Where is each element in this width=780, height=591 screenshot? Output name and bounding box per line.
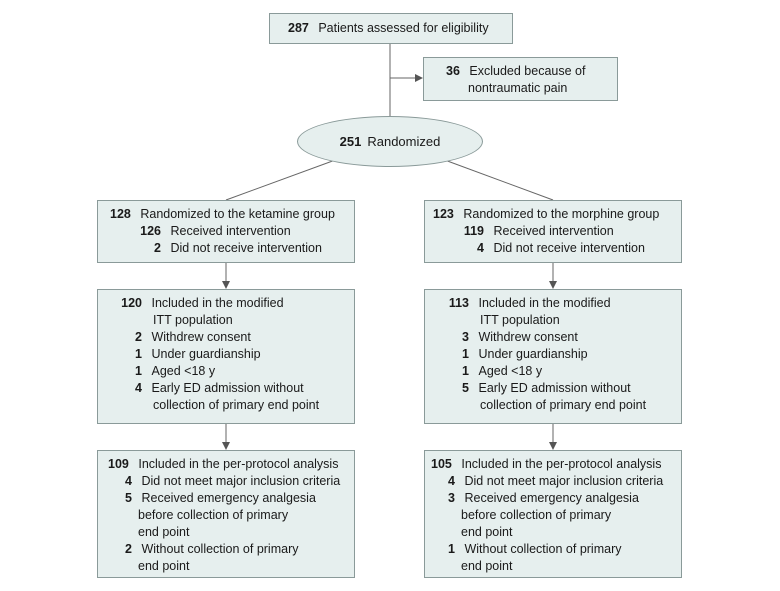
morphine-allocation-box: 123 Randomized to the morphine group 119…	[424, 200, 682, 263]
morphine-analgesia-label-1: Received emergency analgesia	[464, 491, 639, 505]
ketamine-without-collection-label-1: Without collection of primary	[141, 542, 299, 556]
morphine-without-collection-label-1: Without collection of primary	[464, 542, 622, 556]
morphine-analgesia-count: 3	[448, 491, 455, 505]
morphine-withdrew-label: Withdrew consent	[478, 330, 578, 344]
ketamine-analgesia-count: 5	[125, 491, 132, 505]
morphine-analgesia-label-3: end point	[461, 525, 513, 539]
morphine-without-collection-count: 1	[448, 542, 455, 556]
ketamine-aged-label: Aged <18 y	[151, 364, 216, 378]
ketamine-mitt-label-2: ITT population	[153, 313, 233, 327]
excluded-count: 36	[446, 64, 460, 78]
ketamine-pp-label: Included in the per-protocol analysis	[138, 457, 339, 471]
morphine-pp-label: Included in the per-protocol analysis	[461, 457, 662, 471]
randomized-label: Randomized	[367, 134, 441, 149]
morphine-not-meet-label: Did not meet major inclusion criteria	[464, 474, 664, 488]
morphine-mitt-box: 113 Included in the modified ITT populat…	[424, 289, 682, 424]
morphine-withdrew-count: 3	[462, 330, 469, 344]
ketamine-alloc-count: 128	[110, 207, 131, 221]
morphine-guardianship-label: Under guardianship	[478, 347, 588, 361]
ketamine-analgesia-label-1: Received emergency analgesia	[141, 491, 316, 505]
assessed-box: 287 Patients assessed for eligibility	[269, 13, 513, 44]
morphine-alloc-count: 123	[433, 207, 454, 221]
ketamine-not-meet-label: Did not meet major inclusion criteria	[141, 474, 341, 488]
ketamine-aged-count: 1	[135, 364, 142, 378]
morphine-pp-count: 105	[431, 457, 452, 471]
morphine-early-ed-label-1: Early ED admission without	[478, 381, 631, 395]
ketamine-guardianship-count: 1	[135, 347, 142, 361]
connector-randomized-ketamine	[225, 158, 339, 201]
ketamine-mitt-label-1: Included in the modified	[151, 296, 284, 310]
morphine-aged-label: Aged <18 y	[478, 364, 543, 378]
ketamine-received-count: 126	[140, 224, 161, 238]
excluded-box: 36 Excluded because of nontraumatic pain	[423, 57, 618, 101]
ketamine-pp-count: 109	[108, 457, 129, 471]
ketamine-received-label: Received intervention	[170, 224, 291, 238]
assessed-label: Patients assessed for eligibility	[318, 21, 489, 35]
morphine-early-ed-count: 5	[462, 381, 469, 395]
ketamine-not-received-count: 2	[154, 241, 161, 255]
morphine-received-count: 119	[463, 224, 484, 238]
ketamine-early-ed-count: 4	[135, 381, 142, 395]
ketamine-withdrew-label: Withdrew consent	[151, 330, 251, 344]
morphine-early-ed-label-2: collection of primary end point	[480, 398, 647, 412]
ketamine-analgesia-label-3: end point	[138, 525, 190, 539]
morphine-alloc-label: Randomized to the morphine group	[463, 207, 660, 221]
morphine-not-meet-count: 4	[448, 474, 455, 488]
morphine-pp-box: 105 Included in the per-protocol analysi…	[424, 450, 682, 578]
ketamine-early-ed-label-1: Early ED admission without	[151, 381, 304, 395]
morphine-mitt-label-2: ITT population	[480, 313, 560, 327]
morphine-not-received-count: 4	[477, 241, 484, 255]
excluded-label-2: nontraumatic pain	[468, 81, 568, 95]
morphine-not-received-label: Did not receive intervention	[493, 241, 645, 255]
morphine-mitt-count: 113	[448, 296, 469, 310]
ketamine-analgesia-label-2: before collection of primary	[138, 508, 289, 522]
randomized-count: 251	[339, 134, 362, 149]
ketamine-pp-box: 109 Included in the per-protocol analysi…	[97, 450, 355, 578]
ketamine-without-collection-label-2: end point	[138, 559, 190, 573]
ketamine-without-collection-count: 2	[125, 542, 132, 556]
ketamine-guardianship-label: Under guardianship	[151, 347, 261, 361]
ketamine-allocation-box: 128 Randomized to the ketamine group 126…	[97, 200, 355, 263]
morphine-without-collection-label-2: end point	[461, 559, 513, 573]
excluded-label-1: Excluded because of	[469, 64, 586, 78]
morphine-analgesia-label-2: before collection of primary	[461, 508, 612, 522]
morphine-received-label: Received intervention	[493, 224, 614, 238]
ketamine-alloc-label: Randomized to the ketamine group	[140, 207, 335, 221]
ketamine-not-meet-count: 4	[125, 474, 132, 488]
ketamine-mitt-box: 120 Included in the modified ITT populat…	[97, 289, 355, 424]
morphine-mitt-label-1: Included in the modified	[478, 296, 611, 310]
randomized-ellipse: 251 Randomized	[297, 116, 483, 167]
ketamine-not-received-label: Did not receive intervention	[170, 241, 322, 255]
ketamine-withdrew-count: 2	[135, 330, 142, 344]
connector-randomized-morphine	[441, 158, 554, 201]
assessed-count: 287	[288, 21, 309, 35]
ketamine-mitt-count: 120	[121, 296, 142, 310]
morphine-guardianship-count: 1	[462, 347, 469, 361]
morphine-aged-count: 1	[462, 364, 469, 378]
ketamine-early-ed-label-2: collection of primary end point	[153, 398, 320, 412]
